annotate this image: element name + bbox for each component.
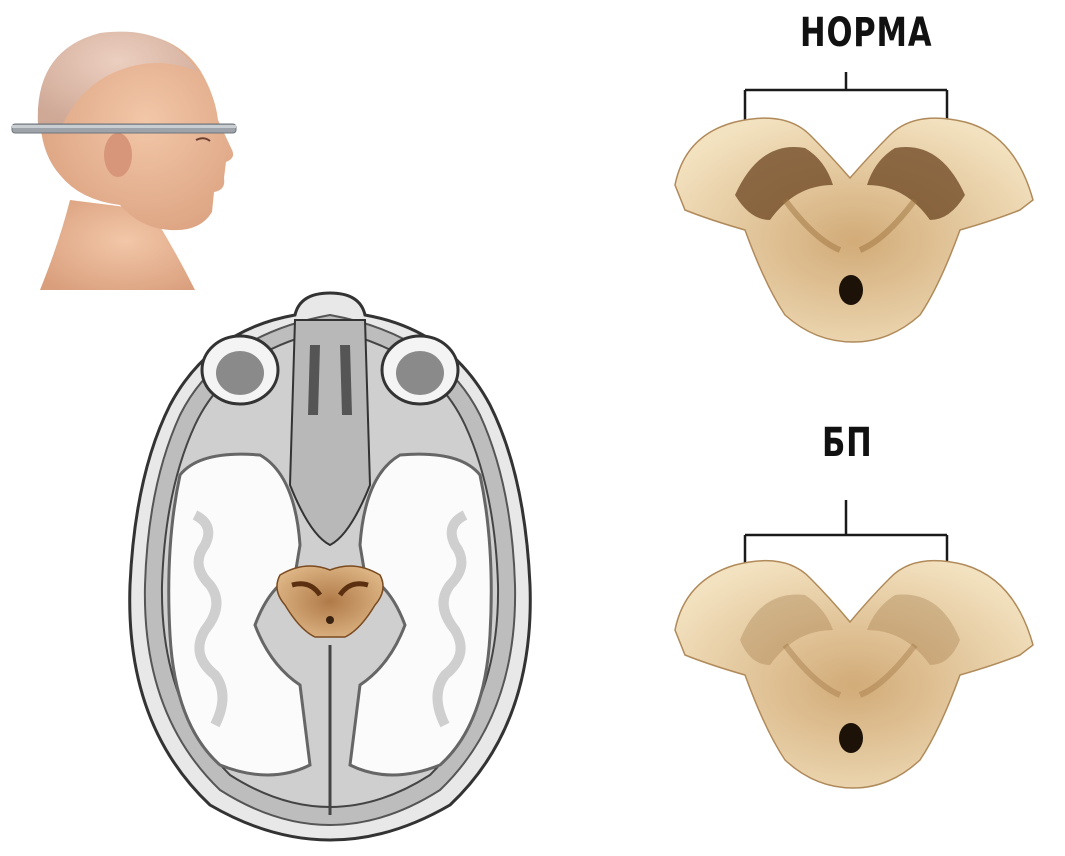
midbrain-section-pd (665, 540, 1040, 800)
label-pd: БП (822, 420, 873, 466)
label-normal: НОРМА (800, 10, 932, 56)
midbrain-section-normal (665, 100, 1040, 350)
axial-brain-section-icon (120, 285, 540, 845)
head-profile-icon (0, 0, 260, 300)
